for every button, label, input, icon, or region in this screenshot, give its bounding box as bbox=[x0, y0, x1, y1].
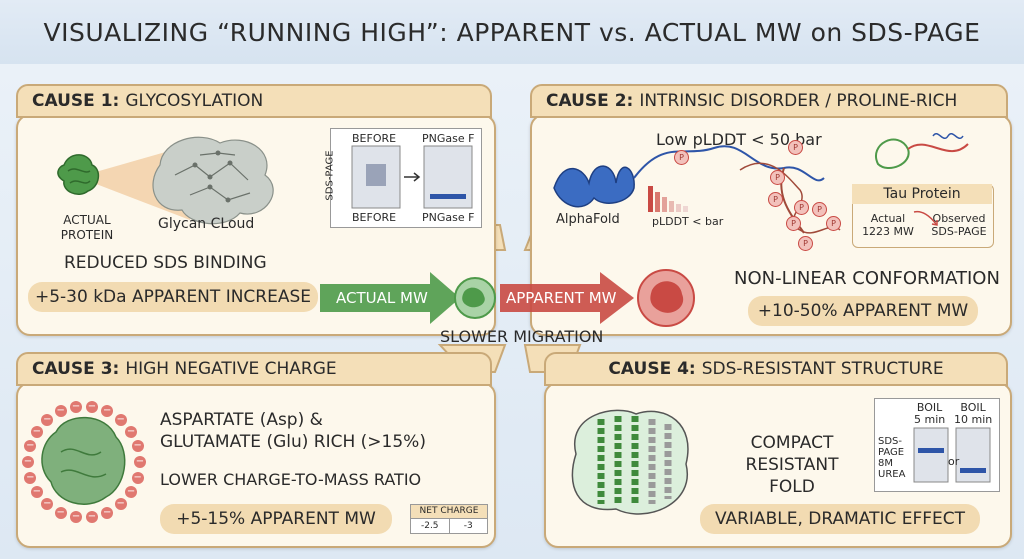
alphafold-label: AlphaFold bbox=[556, 212, 620, 227]
gel-before-top: BEFORE bbox=[352, 132, 397, 145]
negative-charge-marker: − bbox=[41, 498, 54, 511]
compact-fold-label: COMPACT RESISTANT FOLD bbox=[745, 433, 839, 497]
glycan-illustration bbox=[57, 136, 274, 225]
net-charge-value-2: -3 bbox=[463, 521, 473, 531]
boil-10min: BOIL 10 min bbox=[954, 401, 993, 426]
cause3-tab: CAUSE 3: HIGH NEGATIVE CHARGE bbox=[16, 352, 492, 386]
cause1-tab: CAUSE 1: GLYCOSYLATION bbox=[16, 84, 492, 118]
negative-charge-marker: − bbox=[30, 425, 43, 438]
negative-charge-marker: − bbox=[131, 471, 144, 484]
tau-protein-icon bbox=[875, 133, 969, 169]
cause4-gel bbox=[913, 427, 991, 483]
phospho-marker: P bbox=[812, 202, 827, 217]
cause1-number: CAUSE 1: bbox=[32, 91, 120, 111]
negative-charge-marker: − bbox=[134, 456, 146, 468]
phospho-marker: P bbox=[786, 216, 801, 231]
cause2-number: CAUSE 2: bbox=[546, 91, 634, 111]
glycan-cloud-label: Glycan CLoud bbox=[158, 216, 255, 232]
boil-5min: BOIL 5 min bbox=[914, 401, 946, 426]
cause3-effect: +5-15% APPARENT MW bbox=[160, 504, 392, 534]
phospho-marker: P bbox=[674, 150, 689, 165]
cause1-gel bbox=[351, 145, 473, 209]
cause1-title: GLYCOSYLATION bbox=[125, 91, 264, 111]
negative-charge-marker: − bbox=[70, 400, 83, 413]
gel-or: or bbox=[948, 455, 960, 468]
phospho-marker: P bbox=[768, 192, 783, 207]
phospho-marker: P bbox=[798, 236, 813, 251]
cause4-title: SDS-RESISTANT STRUCTURE bbox=[701, 359, 944, 379]
plddt-small-label: pLDDT < bar bbox=[652, 215, 724, 228]
net-charge-value-1: -2.5 bbox=[411, 519, 450, 533]
cause2-tab: CAUSE 2: INTRINSIC DISORDER / PROLINE-RI… bbox=[530, 84, 1008, 118]
negative-charge-marker: − bbox=[24, 471, 37, 484]
cause4-number: CAUSE 4: bbox=[608, 359, 696, 379]
cause4-tab: CAUSE 4: SDS-RESISTANT STRUCTURE bbox=[544, 352, 1008, 386]
cause3-title: HIGH NEGATIVE CHARGE bbox=[125, 359, 337, 379]
actual-protein-label: ACTUAL PROTEIN bbox=[60, 213, 114, 242]
plddt-label: Low pLDDT < 50 bar bbox=[656, 130, 822, 149]
plddt-bar-chart bbox=[648, 186, 688, 212]
net-charge-header: NET CHARGE bbox=[411, 505, 487, 519]
phospho-marker: P bbox=[770, 170, 785, 185]
phospho-marker: P bbox=[826, 216, 841, 231]
negative-charge-marker: − bbox=[101, 506, 114, 519]
negative-charge-marker: − bbox=[125, 486, 138, 499]
tau-observed: Observed SDS-PAGE bbox=[931, 212, 987, 238]
gel-before-bottom: BEFORE bbox=[352, 211, 397, 224]
negative-charge-marker: − bbox=[24, 440, 37, 453]
cause3-line2: GLUTAMATE (Glu) RICH (>15%) bbox=[160, 432, 426, 452]
cause4-effect: VARIABLE, DRAMATIC EFFECT bbox=[700, 504, 980, 534]
nonlinear-conformation: NON-LINEAR CONFORMATION bbox=[734, 268, 1000, 289]
actual-protein-icon bbox=[57, 154, 100, 195]
cause1-effect: +5-30 kDa APPARENT INCREASE bbox=[28, 282, 318, 312]
tau-actual: Actual 1223 MW bbox=[862, 212, 914, 238]
negative-charge-marker: − bbox=[30, 486, 43, 499]
negative-charge-marker: − bbox=[101, 405, 114, 418]
negative-charge-marker: − bbox=[85, 400, 98, 413]
tau-label: Tau Protein bbox=[852, 184, 992, 204]
negative-charge-marker: − bbox=[85, 511, 98, 524]
slower-migration-label: SLOWER MIGRATION bbox=[440, 327, 604, 346]
gel-pngase-bottom: PNGase F bbox=[422, 211, 475, 224]
reduced-sds-binding: REDUCED SDS BINDING bbox=[64, 253, 267, 273]
negative-charge-marker: − bbox=[22, 456, 34, 468]
cause3-line3: LOWER CHARGE-TO-MASS RATIO bbox=[160, 470, 422, 489]
negative-charge-marker: − bbox=[70, 511, 83, 524]
net-charge-table: NET CHARGE -2.5 -3 bbox=[410, 504, 488, 534]
charged-protein-icon bbox=[41, 416, 126, 505]
actual-mw-label: ACTUAL MW bbox=[336, 289, 428, 307]
negative-charge-marker: − bbox=[54, 405, 67, 418]
negative-charge-marker: − bbox=[125, 425, 138, 438]
compact-fold-icon bbox=[571, 409, 689, 515]
negative-charge-marker: − bbox=[54, 506, 67, 519]
phospho-marker: P bbox=[794, 200, 809, 215]
negative-charge-marker: − bbox=[41, 413, 54, 426]
phospho-marker: P bbox=[788, 140, 803, 155]
negative-charge-marker: − bbox=[114, 498, 127, 511]
glycan-cloud-icon bbox=[152, 136, 274, 225]
cause2-title: INTRINSIC DISORDER / PROLINE-RICH bbox=[639, 91, 958, 111]
tau-arrow bbox=[913, 210, 938, 226]
cause3-line1: ASPARTATE (Asp) & bbox=[160, 410, 323, 430]
negative-charge-marker: − bbox=[114, 413, 127, 426]
cause2-effect: +10-50% APPARENT MW bbox=[748, 296, 978, 326]
apparent-mw-label: APPARENT MW bbox=[506, 289, 617, 307]
negative-charge-marker: − bbox=[131, 440, 144, 453]
cause4-gel-side-label: SDS- PAGE 8M UREA bbox=[878, 436, 906, 480]
gel-pngase-top: PNGase F bbox=[422, 132, 475, 145]
page-title: VISUALIZING “RUNNING HIGH”: APPARENT vs.… bbox=[0, 0, 1024, 64]
cause3-number: CAUSE 3: bbox=[32, 359, 120, 379]
